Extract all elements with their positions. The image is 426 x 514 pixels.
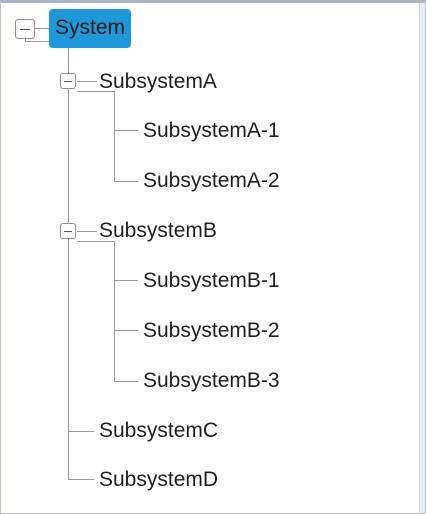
tree-node-subsystem-b-1[interactable]: SubsystemB-1 (143, 269, 280, 292)
collapse-toggle-subsystem-a[interactable] (60, 73, 76, 89)
tree-node-subsystem-b[interactable]: SubsystemB (99, 219, 217, 242)
tree-node-subsystem-a-1[interactable]: SubsystemA-1 (143, 119, 280, 142)
tree-node-subsystem-a-2[interactable]: SubsystemA-2 (143, 169, 280, 192)
connector-line (25, 41, 69, 42)
connector-line (25, 39, 26, 42)
connector-line (77, 81, 97, 82)
connector-line (114, 330, 138, 331)
tree-node-subsystem-b-2[interactable]: SubsystemB-2 (143, 319, 280, 342)
connector-line (77, 241, 115, 242)
connector-line (68, 41, 69, 479)
connector-line (114, 381, 138, 382)
connector-line (114, 241, 115, 381)
connector-line (77, 231, 97, 232)
connector-line (35, 28, 49, 29)
connector-line (114, 181, 138, 182)
tree-node-system[interactable]: System (49, 9, 132, 48)
collapse-toggle-subsystem-b[interactable] (60, 223, 76, 239)
connector-line (77, 91, 115, 92)
connector-line (68, 479, 94, 480)
scrollbar[interactable] (419, 3, 425, 513)
tree-node-subsystem-b-3[interactable]: SubsystemB-3 (143, 369, 280, 392)
connector-line (114, 280, 138, 281)
connector-line (114, 130, 138, 131)
connector-line (114, 91, 115, 181)
connector-line (68, 431, 94, 432)
tree-node-subsystem-a[interactable]: SubsystemA (99, 70, 217, 93)
tree-node-subsystem-d[interactable]: SubsystemD (99, 468, 219, 491)
tree-node-subsystem-c[interactable]: SubsystemC (99, 419, 219, 442)
collapse-toggle-root[interactable] (15, 19, 35, 39)
